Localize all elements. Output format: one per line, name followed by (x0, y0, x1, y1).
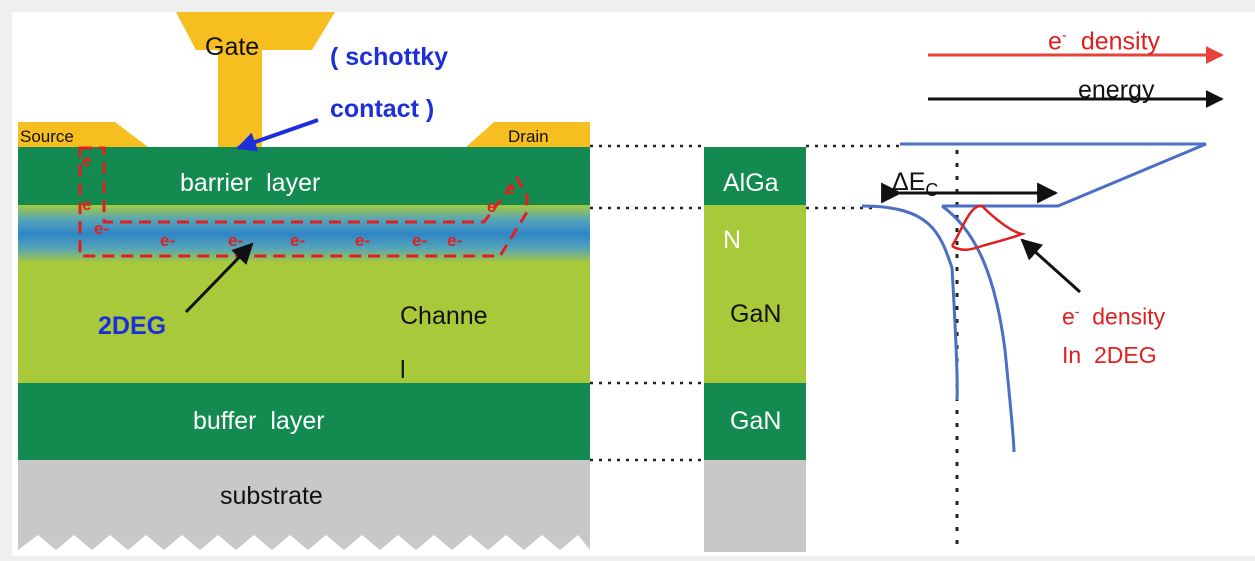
electron-label: e- (94, 219, 110, 238)
gan-channel-label: GaN (730, 300, 782, 328)
electron-label: e- (447, 231, 463, 250)
legend-energy-label: energy (1078, 76, 1155, 104)
buffer-layer (18, 383, 590, 460)
source-label: Source (20, 127, 74, 146)
delta-ec-sub: C (925, 180, 939, 200)
gan-buffer-label: GaN (730, 407, 782, 435)
schottky-arrow (236, 118, 319, 152)
channel-layer (18, 263, 590, 383)
2deg-channel-band (18, 205, 590, 263)
substrate-block (704, 460, 806, 552)
algan-label-line1: AlGa (723, 169, 779, 197)
electron-label: e (82, 151, 92, 170)
electron-label: e- (355, 231, 371, 250)
substrate-region (18, 460, 590, 550)
legend-edensity-text: density (1080, 27, 1161, 56)
drain-label: Drain (508, 127, 549, 146)
density-annotation-line2: In 2DEG (1062, 342, 1157, 368)
electron-label: e- (290, 231, 306, 250)
density-annotation-line1: e- density (1062, 304, 1165, 329)
gan-channel-block (704, 205, 806, 383)
barrier-layer-label: barrier layer (180, 169, 321, 197)
delta-ec-text: ΔE (892, 168, 926, 196)
algan-label-line2: N (723, 226, 742, 254)
density-annotation-sup: - (1074, 303, 1080, 319)
2deg-label: 2DEG (98, 312, 167, 340)
electron-current-path (78, 146, 529, 258)
electron-label: e- (160, 231, 176, 250)
gate-contact (176, 12, 335, 147)
electron-density-peak (950, 204, 1027, 251)
legend-edensity-label: e- density (1048, 28, 1160, 54)
delta-ec-label: ΔEC (892, 168, 939, 200)
electron-label: e- (412, 231, 428, 250)
drain-contact (466, 122, 590, 147)
algan-block (704, 147, 806, 205)
electron-label: e (506, 179, 516, 198)
source-contact (18, 122, 148, 147)
legend-edensity-sup: - (1061, 27, 1067, 44)
electron-label: e- (228, 231, 244, 250)
density-pointer-arrow (1020, 238, 1082, 294)
density-annotation-rest: density (1079, 303, 1166, 330)
density-annotation-e: e (1062, 303, 1075, 330)
buffer-layer-label: buffer layer (193, 407, 325, 435)
channel-label-line2: l (400, 356, 406, 384)
gan-buffer-block (704, 383, 806, 460)
barrier-layer (18, 147, 590, 205)
conduction-band (861, 142, 1207, 453)
2deg-pointer-arrow (184, 242, 254, 314)
dotted-connectors (590, 144, 900, 462)
substrate-label: substrate (220, 482, 323, 510)
schottky-label-line1: ( schottky (330, 43, 449, 71)
electron-label: e (487, 197, 497, 216)
legend-edensity-e: e (1048, 27, 1062, 56)
gate-label: Gate (205, 33, 260, 61)
channel-label-line1: Channe (400, 302, 488, 330)
electron-label: e (82, 195, 92, 214)
schottky-label-line2: contact ) (330, 95, 435, 123)
